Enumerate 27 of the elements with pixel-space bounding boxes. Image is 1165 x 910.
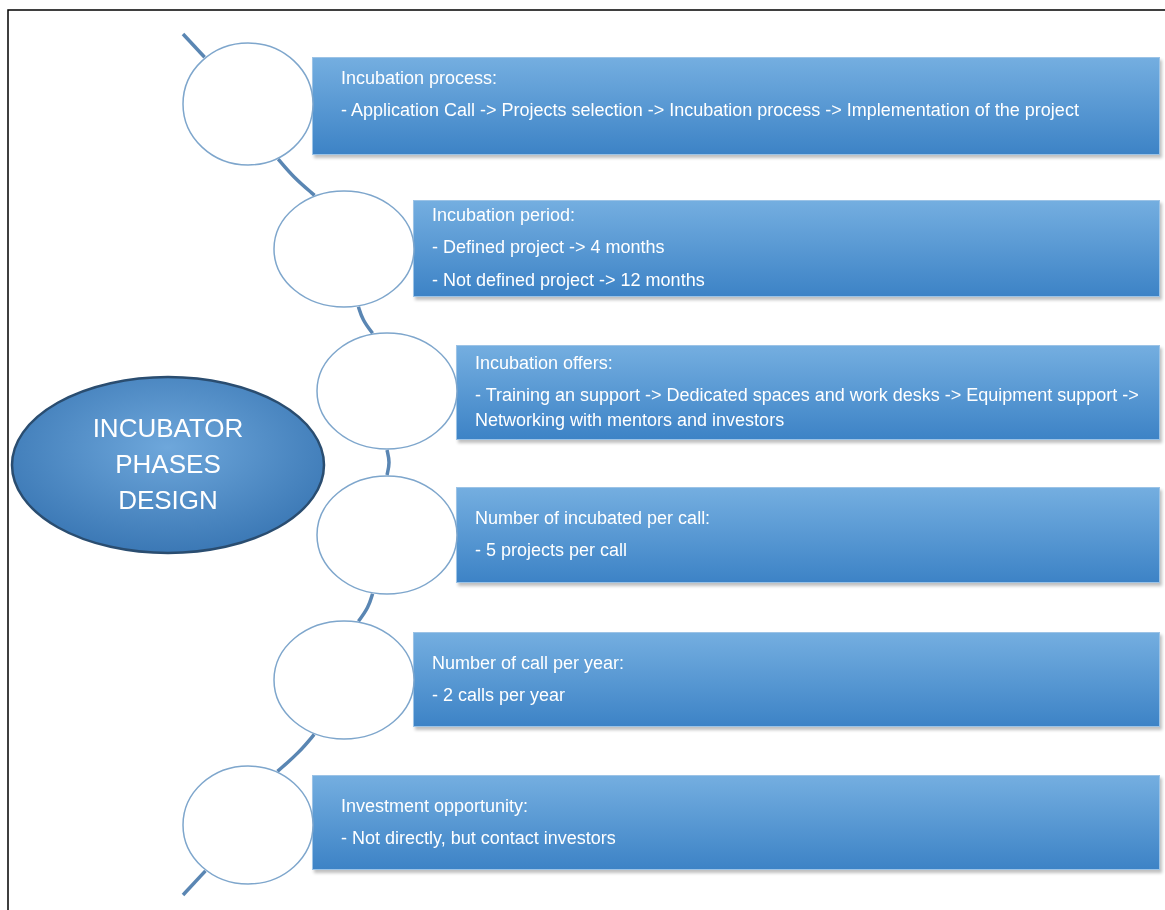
- phase-bar: [413, 632, 1160, 727]
- phase-bar: [456, 487, 1160, 583]
- connector-line: [276, 158, 316, 197]
- phase-detail: - Not defined project -> 12 months: [432, 268, 706, 292]
- ellipse-label: INCUBATOR PHASES DESIGN: [91, 412, 245, 517]
- phase-heading: Incubation period:: [432, 204, 577, 227]
- phase-heading: Incubation process:: [341, 67, 499, 90]
- phase-detail: - Defined project -> 4 months: [432, 236, 666, 260]
- connector-line: [276, 733, 316, 773]
- phase-heading: Number of call per year:: [432, 652, 626, 675]
- phase-detail: - 2 calls per year: [432, 684, 567, 708]
- phase-heading: Incubation offers:: [475, 352, 614, 375]
- phase-bar: [312, 775, 1160, 870]
- phase-heading: Investment opportunity:: [341, 795, 530, 818]
- phase-detail: - Application Call -> Projects selection -> Incubation process -> Implementation of the project: [341, 99, 1080, 123]
- connector-line: [357, 593, 375, 623]
- phase-bar: [413, 200, 1160, 297]
- connector-line: [181, 869, 207, 897]
- phase-bar: [456, 345, 1160, 440]
- connector-line: [385, 449, 391, 476]
- connector-line: [356, 306, 374, 335]
- phase-detail: - Training an support -> Dedicated spaces and work desks -> Equipment support -> Networking with mentors and investors: [475, 384, 1140, 432]
- connector-line: [181, 32, 206, 59]
- phase-bar: [312, 57, 1160, 155]
- phase-heading: Number of incubated per call:: [475, 507, 712, 530]
- phase-detail: - Not directly, but contact investors: [341, 827, 617, 851]
- phase-detail: - 5 projects per call: [475, 539, 629, 563]
